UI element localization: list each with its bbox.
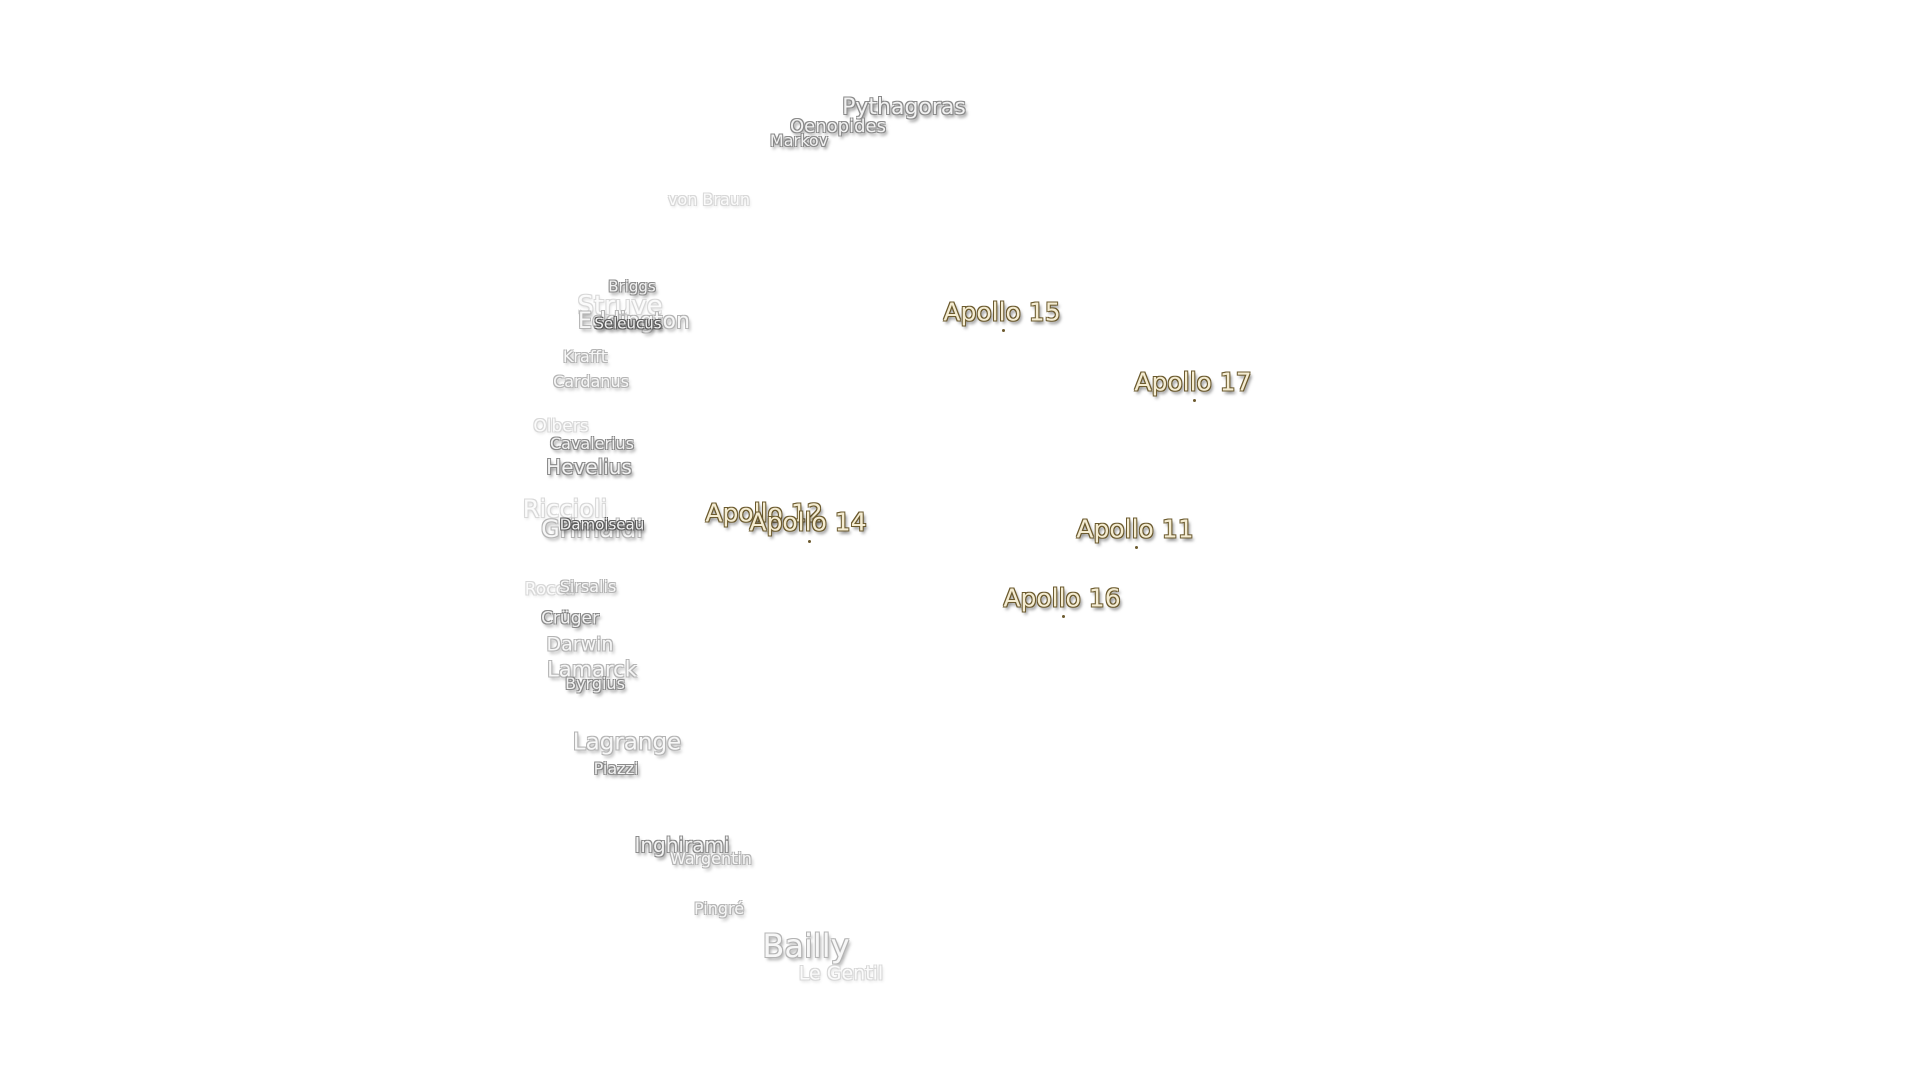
- landing-site-label-apollo-15[interactable]: Apollo 15: [943, 297, 1061, 327]
- crater-label-wargentin[interactable]: Wargentin: [670, 849, 752, 868]
- crater-label-hevelius[interactable]: Hevelius: [546, 455, 632, 479]
- crater-label-damoiseau[interactable]: Damoiseau: [559, 515, 645, 534]
- crater-label-bailly[interactable]: Bailly: [762, 927, 850, 965]
- landing-site-label-apollo-11[interactable]: Apollo 11: [1076, 514, 1194, 544]
- crater-label-sirsalis[interactable]: Sirsalis: [559, 577, 617, 596]
- landing-site-marker-apollo-11[interactable]: [1134, 545, 1138, 549]
- crater-label-struve[interactable]: Struve: [577, 291, 663, 321]
- crater-label-krafft[interactable]: Krafft: [562, 347, 608, 366]
- crater-label-markov[interactable]: Markov: [769, 131, 829, 150]
- crater-label-lagrange[interactable]: Lagrange: [572, 729, 682, 756]
- crater-label-darwin[interactable]: Darwin: [546, 633, 614, 656]
- crater-label-seleucus[interactable]: Seleucus: [594, 314, 662, 333]
- crater-label-inghirami[interactable]: Inghirami: [634, 833, 730, 857]
- crater-label-lamarck[interactable]: Lamarck: [547, 657, 637, 682]
- crater-label-rocca[interactable]: Rocca: [524, 579, 576, 600]
- crater-label-cavalerius[interactable]: Cavalerius: [549, 434, 635, 453]
- landing-site-label-apollo-17[interactable]: Apollo 17: [1134, 367, 1252, 397]
- landing-site-marker-apollo-15[interactable]: [1001, 328, 1005, 332]
- landing-site-marker-apollo-14[interactable]: [807, 539, 811, 543]
- crater-label-von-braun[interactable]: von Braun: [667, 190, 751, 209]
- crater-label-cardanus[interactable]: Cardanus: [553, 372, 629, 391]
- crater-label-riccioli[interactable]: Riccioli: [522, 495, 608, 523]
- crater-label-oenopides[interactable]: Oenopides: [790, 116, 886, 137]
- crater-label-byrgius[interactable]: Byrgius: [565, 674, 625, 693]
- crater-label-eddington[interactable]: Eddington: [578, 309, 690, 334]
- crater-label-grimaldi[interactable]: Grimaldi: [541, 515, 643, 543]
- crater-label-olbers[interactable]: Olbers: [533, 416, 589, 437]
- crater-label-cruger[interactable]: Crüger: [541, 608, 599, 629]
- crater-label-piazzi[interactable]: Piazzi: [593, 759, 639, 778]
- landing-site-marker-apollo-17[interactable]: [1192, 398, 1196, 402]
- crater-label-pingre[interactable]: Pingré: [693, 899, 745, 918]
- landing-site-marker-apollo-16[interactable]: [1061, 614, 1065, 618]
- crater-label-briggs[interactable]: Briggs: [608, 277, 656, 296]
- crater-label-le-gentil[interactable]: Le Gentil: [798, 962, 884, 985]
- crater-label-pythagoras[interactable]: Pythagoras: [842, 95, 966, 120]
- landing-site-label-apollo-14[interactable]: Apollo 14: [749, 507, 867, 537]
- landing-site-label-apollo-12[interactable]: Apollo 12: [705, 498, 823, 528]
- landing-site-label-apollo-16[interactable]: Apollo 16: [1003, 583, 1121, 613]
